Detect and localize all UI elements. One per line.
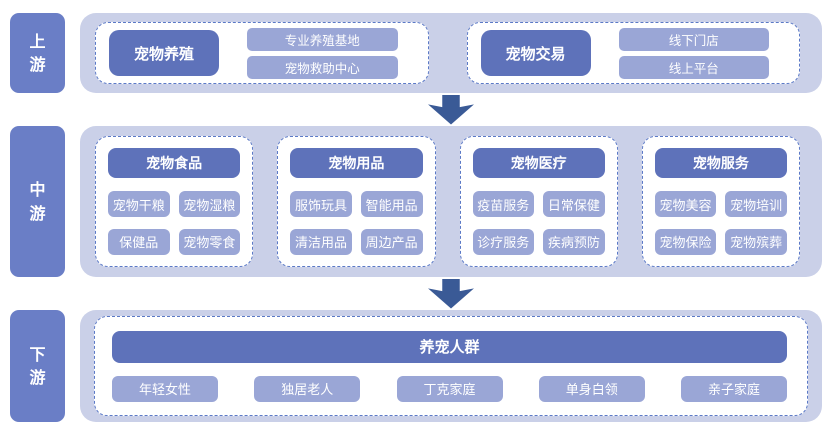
midstream-stage-label: 中游 [10, 126, 65, 277]
pet-supplies-node: 宠物用品 [290, 148, 423, 178]
pet-supplies-group: 宠物用品 服饰玩具 智能用品 清洁用品 周边产品 [277, 136, 436, 267]
sub-node-chip: 诊疗服务 [472, 228, 535, 255]
sub-node-chip: 专业养殖基地 [247, 27, 398, 51]
arrow-down-icon [428, 94, 474, 125]
sub-node-chip: 服饰玩具 [290, 191, 352, 217]
sub-node-chip: 独居老人 [254, 375, 361, 402]
midstream-section: 中游 宠物食品 宠物干粮 宠物湿粮 保健品 宠物零食 宠物用品 服饰玩具 智能用… [10, 126, 822, 277]
pet-medical-items: 疫苗服务 日常保健 诊疗服务 疾病预防 [472, 191, 605, 255]
pet-trading-box: 宠物交易 线下门店 线上平台 [466, 22, 800, 84]
sub-node-chip: 宠物湿粮 [178, 191, 241, 217]
pet-trading-items: 线下门店 线上平台 [618, 27, 769, 79]
sub-node-chip: 疫苗服务 [472, 191, 535, 217]
pet-breeding-items: 专业养殖基地 宠物救助中心 [247, 27, 398, 79]
sub-node-chip: 周边产品 [360, 228, 423, 255]
pet-owners-box: 养宠人群 年轻女性 独居老人 丁克家庭 单身白领 亲子家庭 [94, 316, 808, 416]
sub-node-chip: 宠物救助中心 [247, 55, 398, 79]
sub-node-chip: 丁克家庭 [396, 375, 503, 402]
pet-owners-node: 养宠人群 [112, 330, 787, 363]
downstream-stage-label-text: 下游 [29, 344, 46, 387]
sub-node-chip: 宠物殡葬 [725, 228, 787, 255]
sub-node-chip: 单身白领 [538, 375, 645, 402]
sub-node-chip: 年轻女性 [112, 375, 218, 402]
sub-node-chip: 宠物保险 [654, 228, 717, 255]
pet-services-items: 宠物美容 宠物培训 宠物保险 宠物殡葬 [654, 191, 787, 255]
downstream-stage-label: 下游 [10, 310, 65, 422]
sub-node-chip: 线下门店 [618, 27, 769, 51]
sub-node-chip: 清洁用品 [290, 228, 352, 255]
midstream-container: 宠物食品 宠物干粮 宠物湿粮 保健品 宠物零食 宠物用品 服饰玩具 智能用品 清… [80, 126, 822, 277]
pet-services-node: 宠物服务 [654, 148, 787, 178]
pet-supplies-items: 服饰玩具 智能用品 清洁用品 周边产品 [290, 191, 423, 255]
arrow-zone-2 [10, 277, 822, 310]
upstream-stage-label-text: 上游 [29, 31, 46, 74]
downstream-container: 养宠人群 年轻女性 独居老人 丁克家庭 单身白领 亲子家庭 [80, 310, 822, 422]
pet-food-group: 宠物食品 宠物干粮 宠物湿粮 保健品 宠物零食 [95, 136, 254, 267]
sub-node-chip: 宠物零食 [178, 228, 241, 255]
pet-services-group: 宠物服务 宠物美容 宠物培训 宠物保险 宠物殡葬 [641, 136, 800, 267]
pet-medical-group: 宠物医疗 疫苗服务 日常保健 诊疗服务 疾病预防 [459, 136, 618, 267]
upstream-section: 上游 宠物养殖 专业养殖基地 宠物救助中心 宠物交易 线下门店 线上平台 [10, 13, 822, 93]
sub-node-chip: 保健品 [108, 228, 170, 255]
sub-node-chip: 宠物培训 [725, 191, 787, 217]
arrow-down-icon [428, 278, 474, 309]
sub-node-chip: 亲子家庭 [681, 375, 787, 402]
sub-node-chip: 线上平台 [618, 55, 769, 79]
pet-trading-node: 宠物交易 [480, 30, 591, 76]
midstream-stage-label-text: 中游 [29, 180, 46, 223]
pet-breeding-node: 宠物养殖 [109, 30, 219, 76]
sub-node-chip: 日常保健 [543, 191, 605, 217]
downstream-section: 下游 养宠人群 年轻女性 独居老人 丁克家庭 单身白领 亲子家庭 [10, 310, 822, 422]
sub-node-chip: 疾病预防 [543, 228, 605, 255]
pet-owners-items: 年轻女性 独居老人 丁克家庭 单身白领 亲子家庭 [112, 375, 787, 402]
sub-node-chip: 宠物美容 [654, 191, 717, 217]
sub-node-chip: 智能用品 [360, 191, 423, 217]
pet-food-items: 宠物干粮 宠物湿粮 保健品 宠物零食 [108, 191, 241, 255]
pet-food-node: 宠物食品 [108, 148, 241, 178]
upstream-stage-label: 上游 [10, 13, 65, 93]
pet-breeding-box: 宠物养殖 专业养殖基地 宠物救助中心 [95, 22, 429, 84]
pet-medical-node: 宠物医疗 [472, 148, 605, 178]
upstream-container: 宠物养殖 专业养殖基地 宠物救助中心 宠物交易 线下门店 线上平台 [80, 13, 822, 93]
arrow-zone-1 [10, 93, 822, 126]
sub-node-chip: 宠物干粮 [108, 191, 170, 217]
